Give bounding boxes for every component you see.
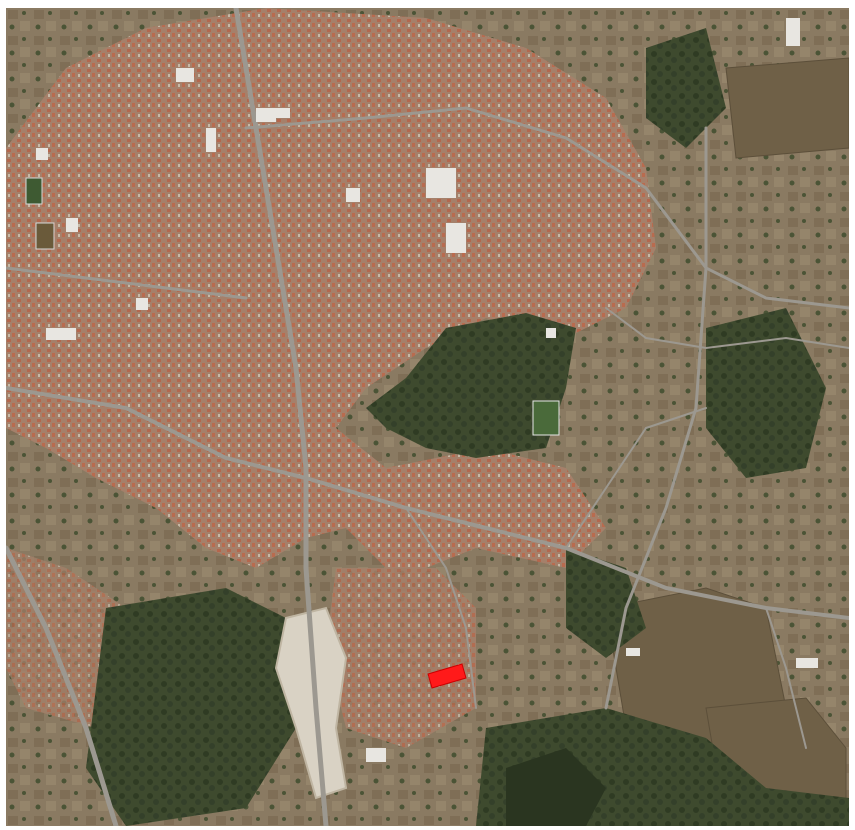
dense-forest xyxy=(506,748,606,826)
main-road-north-south xyxy=(233,8,329,826)
vineyard-plots xyxy=(605,57,849,826)
sports-field xyxy=(532,400,560,436)
quarry-area xyxy=(274,606,348,800)
sports-fields-west xyxy=(25,177,55,250)
vegetation-belts xyxy=(86,28,849,826)
highway-west xyxy=(6,545,119,826)
highlighted-parcel[interactable] xyxy=(427,663,467,689)
satellite-map[interactable] xyxy=(6,8,849,826)
urban-area-south xyxy=(326,568,476,748)
map-frame[interactable] xyxy=(6,8,849,826)
central-park xyxy=(366,313,576,458)
road-network xyxy=(6,8,849,826)
industrial-buildings xyxy=(36,18,818,762)
